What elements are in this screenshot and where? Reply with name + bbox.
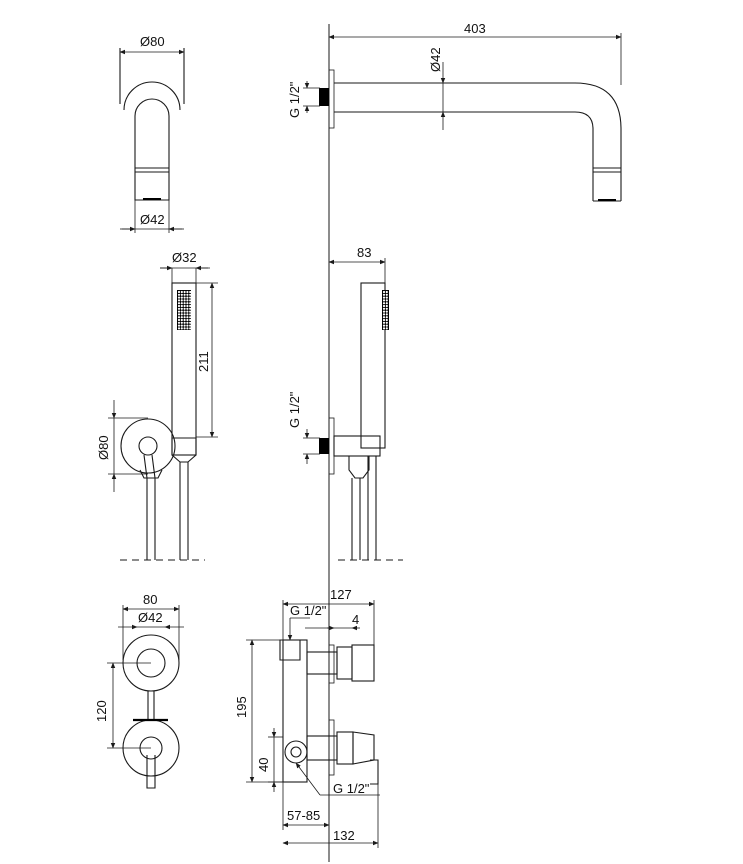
nozzle-dots-side — [382, 290, 388, 330]
dim-mixer-plate-outer: 80 — [143, 592, 157, 607]
nozzle-dots-front — [177, 290, 192, 330]
dim-mixer-bottom-thread: G 1/2" — [333, 781, 370, 796]
dim-spout-length: 403 — [464, 21, 486, 36]
dim-hand-length: 211 — [196, 351, 211, 372]
spout-front-view — [119, 48, 185, 233]
dim-mixer-spacing: 120 — [94, 700, 109, 722]
hand-shower-front-view — [108, 265, 218, 561]
dim-top-front-outlet: Ø42 — [140, 212, 165, 227]
dim-mixer-install-depth: 57-85 — [287, 808, 320, 823]
dim-mixer-total-depth: 132 — [333, 828, 355, 843]
dim-mixer-plate-inner: Ø42 — [138, 610, 163, 625]
spray-nozzles-side — [382, 290, 389, 330]
dim-spout-diameter: Ø42 — [428, 47, 443, 72]
dim-hand-plate: Ø80 — [96, 435, 111, 460]
hand-shower-side-view — [303, 258, 403, 561]
spout-side-view — [303, 33, 622, 202]
dim-mixer-top-thread: G 1/2" — [290, 603, 327, 618]
dim-mixer-depth: 127 — [330, 587, 352, 602]
mixer-front-view — [107, 605, 184, 789]
dim-top-front-diameter: Ø80 — [140, 34, 165, 49]
dim-hand-diameter: Ø32 — [172, 250, 197, 265]
dim-mixer-inlet-height: 40 — [256, 758, 271, 772]
dim-mixer-height: 195 — [234, 696, 249, 718]
dim-spout-thread: G 1/2" — [287, 81, 302, 118]
dim-hand-side-depth: 83 — [357, 245, 371, 260]
dim-hand-thread: G 1/2" — [287, 391, 302, 428]
mixer-side-view — [246, 600, 380, 848]
spray-nozzles — [177, 290, 191, 330]
dim-mixer-offset: 4 — [352, 612, 359, 627]
